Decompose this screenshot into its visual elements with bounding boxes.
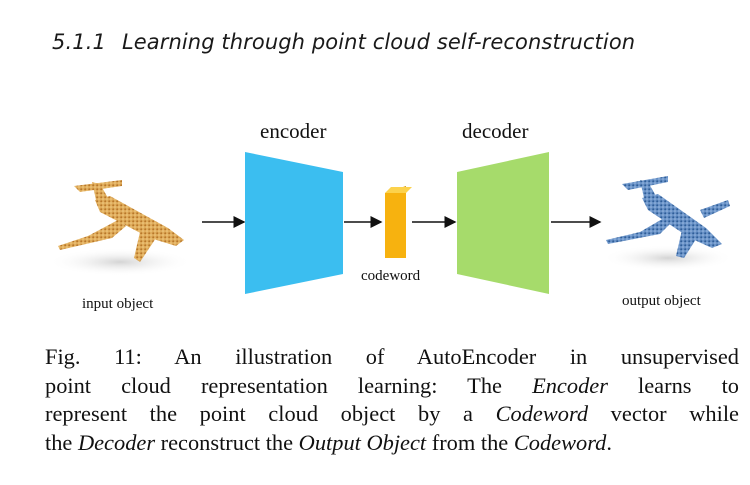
section-title: Learning through point cloud self-recons… [121, 30, 636, 54]
codeword-label: codeword [361, 268, 421, 284]
caption-line-2: point cloud representation learning: The… [45, 372, 739, 398]
codeword-block [385, 186, 412, 258]
figure-caption: Fig. 11: An illustration of AutoEncoder … [45, 343, 739, 457]
encoder-label: encoder [260, 119, 327, 143]
caption-line-4: the Decoder reconstruct the Output Objec… [45, 429, 612, 455]
encoder-block [245, 152, 343, 294]
decoder-block [457, 152, 549, 294]
caption-line-1: Fig. 11: An illustration of AutoEncoder … [45, 344, 739, 369]
decoder-label: decoder [462, 119, 529, 143]
section-heading: 5.1.1 Learning through point cloud self-r… [52, 30, 635, 54]
output-airplane-image [602, 176, 734, 271]
caption-line-3: represent the point cloud object by a Co… [45, 401, 739, 426]
autoencoder-diagram [48, 152, 734, 294]
input-object-label: input object [82, 296, 154, 312]
input-airplane-image [48, 180, 192, 276]
section-number: 5.1.1 [52, 30, 106, 54]
output-object-label: output object [622, 293, 701, 309]
